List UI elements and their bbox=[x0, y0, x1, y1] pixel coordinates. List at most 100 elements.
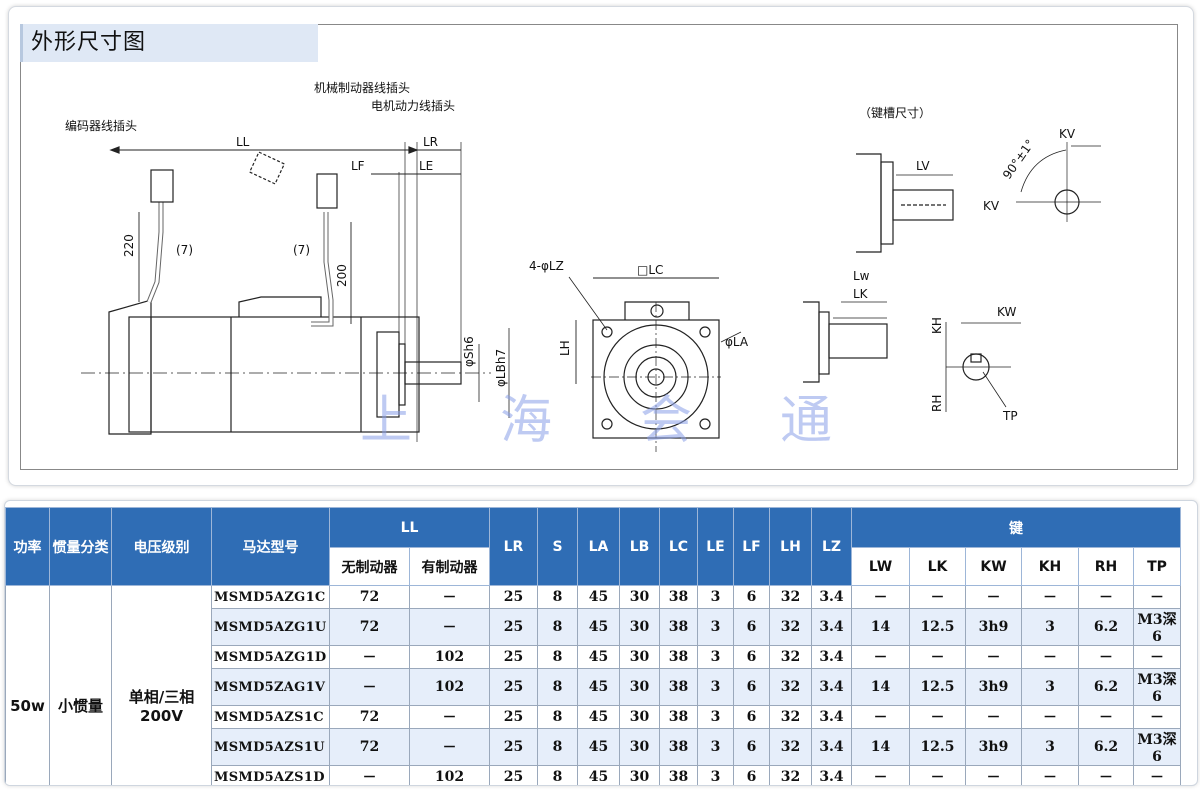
label-LV: LV bbox=[916, 159, 930, 173]
cell-lb: 30 bbox=[619, 728, 660, 766]
header-S: S bbox=[537, 507, 578, 586]
header-RH: RH bbox=[1078, 547, 1134, 586]
cell-s: 8 bbox=[537, 585, 578, 609]
cell-lc: 38 bbox=[659, 608, 698, 646]
cell-kw: － bbox=[965, 765, 1022, 785]
cell-lc: 38 bbox=[659, 728, 698, 766]
cell-kh: － bbox=[1021, 765, 1079, 785]
cell-lh: 32 bbox=[769, 705, 812, 729]
cell-kw: 3h9 bbox=[965, 668, 1022, 706]
cell-lb: 30 bbox=[619, 765, 660, 785]
cell-lz: 3.4 bbox=[811, 608, 852, 646]
label-200: 200 bbox=[335, 264, 349, 287]
header-key: 键 bbox=[851, 507, 1181, 548]
dimension-drawing-panel bbox=[8, 6, 1194, 486]
cell-lz: 3.4 bbox=[811, 645, 852, 669]
label-7b: (7) bbox=[293, 243, 310, 257]
cell-lw: － bbox=[851, 645, 910, 669]
label-LZ: 4-φLZ bbox=[529, 259, 564, 273]
cell-s: 8 bbox=[537, 728, 578, 766]
label-LH: LH bbox=[558, 340, 572, 356]
header-LB: LB bbox=[619, 507, 660, 586]
header-voltage: 电压级别 bbox=[111, 507, 212, 586]
cell-lr: 25 bbox=[489, 705, 538, 729]
cell-lb: 30 bbox=[619, 705, 660, 729]
cell-model: MSMD5AZG1D bbox=[211, 645, 330, 669]
cell-lr: 25 bbox=[489, 585, 538, 609]
header-inertia: 惯量分类 bbox=[49, 507, 112, 586]
cell-voltage: 单相/三相 200V bbox=[111, 585, 212, 785]
cell-tp: M3深6 bbox=[1133, 608, 1181, 646]
header-LL: LL bbox=[329, 507, 490, 548]
spec-table: 功率 惯量分类 电压级别 马达型号 LL LR S LA LB LC LE LF… bbox=[5, 507, 1181, 785]
watermark-char: 会 bbox=[640, 391, 693, 451]
cell-model: MSMD5AZG1U bbox=[211, 608, 330, 646]
cell-ll_nb: 72 bbox=[329, 585, 410, 609]
motor-dimension-drawing: 编码器线插头 机械制动器线插头 电机动力线插头 （键槽尺寸） LL LR LF … bbox=[65, 80, 1101, 452]
cell-ll_b: － bbox=[409, 608, 490, 646]
cell-lw: 14 bbox=[851, 728, 910, 766]
cell-ll_nb: － bbox=[329, 645, 410, 669]
cell-kh: 3 bbox=[1021, 728, 1079, 766]
header-power: 功率 bbox=[5, 507, 50, 586]
label-brake-plug: 机械制动器线插头 bbox=[314, 80, 410, 95]
label-LB: φLBh7 bbox=[494, 349, 508, 387]
cell-le: 3 bbox=[697, 728, 734, 766]
cell-lc: 38 bbox=[659, 645, 698, 669]
label-KV-side: KV bbox=[983, 199, 1000, 213]
cell-ll_b: － bbox=[409, 705, 490, 729]
cell-lw: 14 bbox=[851, 608, 910, 646]
cell-lw: － bbox=[851, 585, 910, 609]
cell-model: MSMD5AZS1D bbox=[211, 765, 330, 785]
cell-lh: 32 bbox=[769, 585, 812, 609]
cell-le: 3 bbox=[697, 765, 734, 785]
cell-lw: 14 bbox=[851, 668, 910, 706]
cell-le: 3 bbox=[697, 608, 734, 646]
label-S: φSh6 bbox=[462, 336, 476, 367]
cell-tp: － bbox=[1133, 585, 1181, 609]
cell-ll_nb: 72 bbox=[329, 608, 410, 646]
cell-lb: 30 bbox=[619, 645, 660, 669]
cell-lf: 6 bbox=[733, 668, 770, 706]
header-LL-brake: 有制动器 bbox=[409, 547, 490, 586]
label-angle: 90°±1° bbox=[1000, 137, 1037, 182]
cell-kh: 3 bbox=[1021, 608, 1079, 646]
header-KW: KW bbox=[965, 547, 1022, 586]
header-LK: LK bbox=[909, 547, 966, 586]
cell-ll_nb: 72 bbox=[329, 728, 410, 766]
cell-rh: － bbox=[1078, 585, 1134, 609]
label-encoder-plug: 编码器线插头 bbox=[65, 118, 137, 133]
cell-ll_b: 102 bbox=[409, 668, 490, 706]
cell-lk: － bbox=[909, 765, 966, 785]
cell-lh: 32 bbox=[769, 765, 812, 785]
cell-lc: 38 bbox=[659, 765, 698, 785]
cell-le: 3 bbox=[697, 645, 734, 669]
cell-kh: － bbox=[1021, 645, 1079, 669]
cell-ll_nb: － bbox=[329, 765, 410, 785]
cell-s: 8 bbox=[537, 608, 578, 646]
cell-rh: 6.2 bbox=[1078, 728, 1134, 766]
cell-ll_nb: 72 bbox=[329, 705, 410, 729]
cell-rh: － bbox=[1078, 645, 1134, 669]
cell-s: 8 bbox=[537, 668, 578, 706]
header-LW: LW bbox=[851, 547, 910, 586]
cell-la: 45 bbox=[577, 765, 620, 785]
cell-lz: 3.4 bbox=[811, 705, 852, 729]
cell-kw: 3h9 bbox=[965, 608, 1022, 646]
cell-kh: － bbox=[1021, 705, 1079, 729]
cell-lf: 6 bbox=[733, 608, 770, 646]
cell-lk: 12.5 bbox=[909, 668, 966, 706]
cell-lb: 30 bbox=[619, 585, 660, 609]
cell-rh: 6.2 bbox=[1078, 668, 1134, 706]
label-LA: φLA bbox=[725, 335, 749, 349]
cell-lh: 32 bbox=[769, 645, 812, 669]
cell-kw: 3h9 bbox=[965, 728, 1022, 766]
drawing-frame bbox=[20, 24, 1178, 470]
cell-rh: － bbox=[1078, 765, 1134, 785]
label-power-plug: 电机动力线插头 bbox=[371, 99, 455, 113]
cell-lf: 6 bbox=[733, 728, 770, 766]
